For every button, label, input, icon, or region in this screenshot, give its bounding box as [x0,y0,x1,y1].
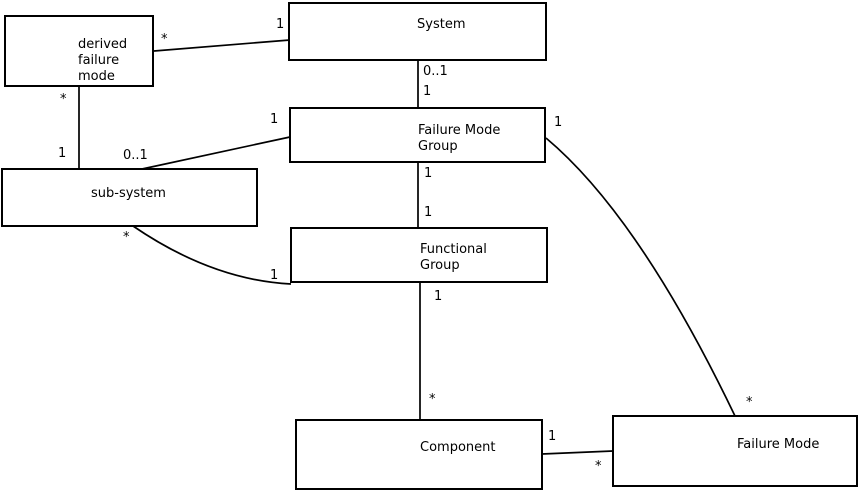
edge-system-derived-failure-mode [153,39,291,52]
entity-sub-system-label: sub-system [91,186,166,201]
mult-component-failuremode-near-component: 1 [548,429,557,444]
mult-dfm-subsystem-near-subsystem: 1 [58,146,67,161]
entity-failure-mode-group: Failure Mode Group [289,107,546,163]
mult-system-fmg-near-fmg: 1 [423,84,432,99]
entity-derived-failure-mode: derived failure mode [4,15,154,87]
mult-system-fmg-near-system: 0..1 [423,64,448,79]
mult-fmg-fg-near-fg: 1 [424,205,433,220]
entity-derived-failure-mode-label: derived failure mode [78,37,128,84]
mult-fmg-fg-near-fmg: 1 [424,166,433,181]
mult-subsystem-fmg-near-fmg: 1 [270,112,279,127]
mult-fg-component-near-component: * [429,392,436,407]
edge-failure-mode-group-failure-mode [545,137,736,417]
entity-functional-group-label: Functional Group [420,242,487,273]
mult-subsystem-fg-near-fg: 1 [270,268,279,283]
mult-subsystem-fmg-near-subsystem: 0..1 [123,148,148,163]
entity-failure-mode-label: Failure Mode [737,437,820,452]
mult-fmg-failuremode-near-failuremode: * [746,395,753,410]
mult-subsystem-fg-near-subsystem: * [123,230,130,245]
mult-fg-component-near-fg: 1 [434,289,443,304]
entity-component: Component [295,419,543,490]
entity-system-label: System [417,17,466,32]
mult-fmg-failuremode-near-fmg: 1 [554,115,563,130]
mult-component-failuremode-near-failuremode: * [595,459,602,474]
entity-functional-group: Functional Group [290,227,548,283]
entity-component-label: Component [420,440,496,455]
entity-system: System [288,2,547,61]
edge-sub-system-failure-mode-group [141,136,291,170]
entity-failure-mode-group-label: Failure Mode Group [418,123,501,154]
edge-component-failure-mode [541,450,614,455]
entity-sub-system: sub-system [1,168,258,227]
entity-failure-mode: Failure Mode [612,415,858,487]
mult-dfm-subsystem-near-dfm: * [60,92,67,107]
mult-system-dfm-near-system: 1 [276,17,285,32]
mult-system-dfm-near-dfm: * [161,32,168,47]
edge-sub-system-functional-group [132,225,292,285]
